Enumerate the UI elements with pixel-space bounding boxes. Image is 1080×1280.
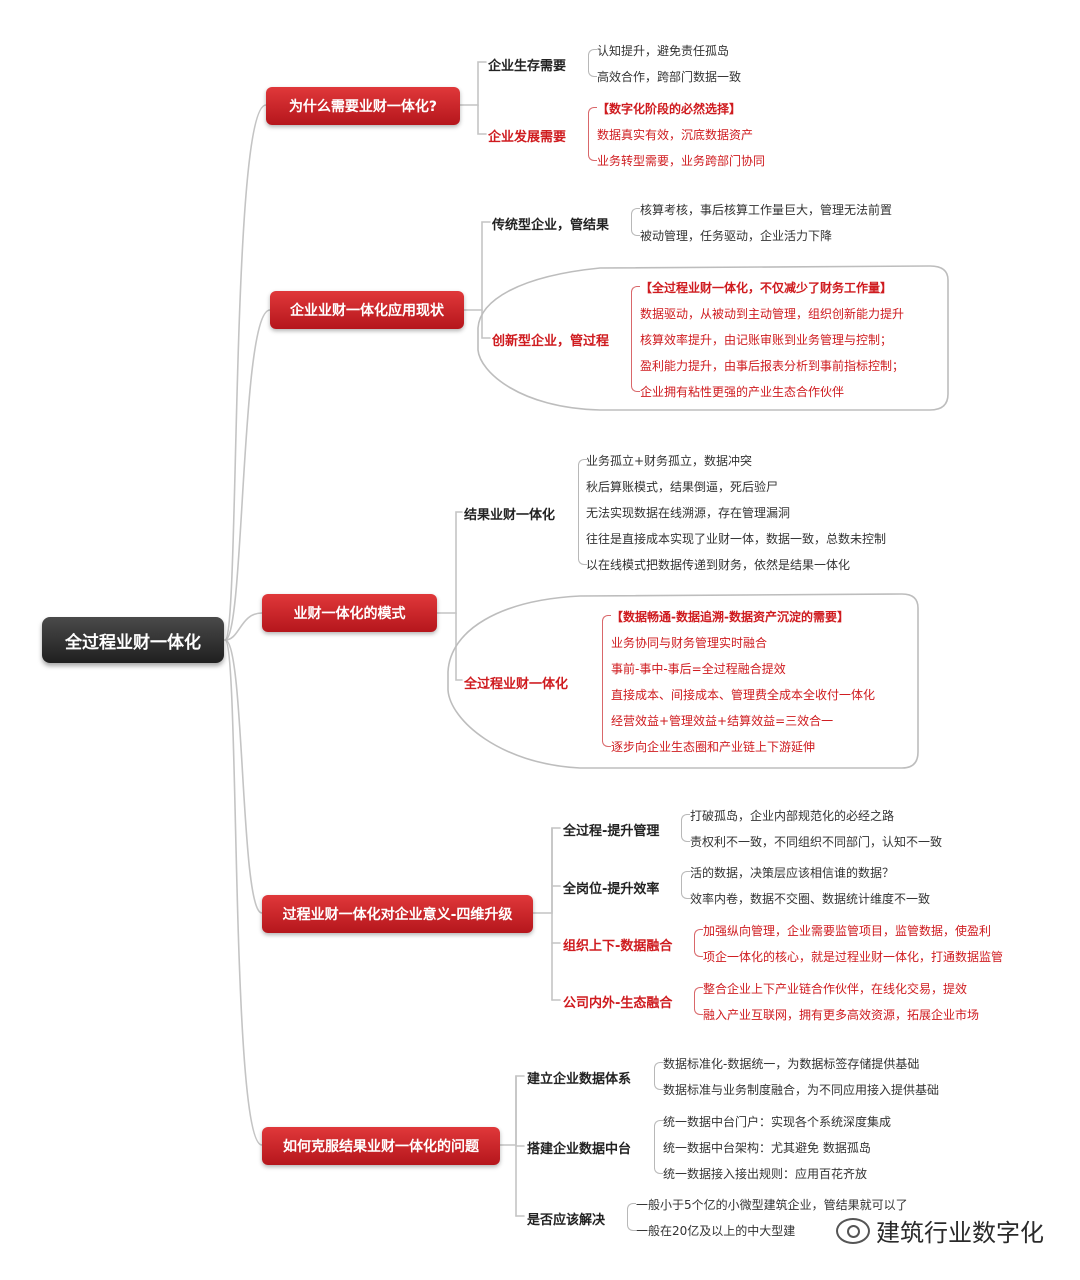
leaf-item: 【数字化阶段的必然选择】 (597, 102, 742, 116)
leaf-item: 融入产业互联网，拥有更多高效资源，拓展企业市场 (703, 1008, 980, 1022)
leaf-item: 经营效益+管理效益+结算效益=三效合一 (611, 714, 834, 728)
leaf-item: 业务协同与财务管理实时融合 (611, 636, 768, 650)
leaf-item: 加强纵向管理，企业需要监管项目，监管数据，使盈利 (703, 924, 992, 938)
root-node[interactable]: 全过程业财一体化 (42, 617, 224, 663)
sub-org-data-fusion[interactable]: 组织上下-数据融合 (563, 939, 673, 954)
topic-status[interactable]: 企业业财一体化应用现状 (270, 291, 464, 329)
leaf-item: 打破孤岛，企业内部规范化的必经之路 (690, 809, 895, 823)
bracket (578, 459, 587, 565)
leaf-item: 业务转型需要，业务跨部门协同 (597, 154, 766, 168)
sub-should-solve[interactable]: 是否应该解决 (527, 1213, 606, 1228)
sub-innovative[interactable]: 创新型企业，管过程 (492, 334, 610, 349)
watermark-text: 建筑行业数字化 (876, 1219, 1044, 1247)
leaf-item: 逐步向企业生态圈和产业链上下游延伸 (611, 740, 816, 754)
bracket (631, 286, 640, 392)
sub-traditional[interactable]: 传统型企业，管结果 (492, 218, 610, 233)
leaf-item: 责权利不一致，不同组织不同部门，认知不一致 (690, 835, 943, 849)
bracket (694, 987, 703, 1015)
sub-data-middle-platform[interactable]: 搭建企业数据中台 (527, 1142, 632, 1157)
topic-why-integration[interactable]: 为什么需要业财一体化? (266, 87, 460, 125)
leaf-item: 秋后算账模式，结果倒逼，死后验尸 (586, 480, 779, 494)
leaf-item: 活的数据，决策层应该相信谁的数据？ (690, 866, 895, 880)
bracket (654, 1120, 663, 1174)
leaf-item: 数据标准化-数据统一，为数据标签存储提供基础 (663, 1057, 920, 1071)
bracket (681, 871, 690, 899)
leaf-item: 业务孤立+财务孤立，数据冲突 (586, 454, 753, 468)
leaf-item: 事前-事中-事后=全过程融合提效 (611, 662, 786, 676)
leaf-item: 数据驱动，从被动到主动管理，组织创新能力提升 (640, 307, 905, 321)
leaf-item: 【数据畅通-数据追溯-数据资产沉淀的需要】 (611, 610, 849, 624)
bracket (694, 929, 703, 957)
leaf-item: 数据标准与业务制度融合，为不同应用接入提供基础 (663, 1083, 940, 1097)
sub-survival-need[interactable]: 企业生存需要 (488, 59, 567, 74)
leaf-item: 高效合作，跨部门数据一致 (597, 70, 742, 84)
bracket (654, 1062, 663, 1090)
bracket (681, 814, 690, 842)
topic-modes[interactable]: 业财一体化的模式 (262, 594, 437, 632)
leaf-item: 往往是直接成本实现了业财一体，数据一致，总数未控制 (586, 532, 887, 546)
leaf-item: 被动管理，任务驱动，企业活力下降 (640, 229, 833, 243)
leaf-item: 效率内卷，数据不交圈、数据统计维度不一致 (690, 892, 931, 906)
leaf-item: 认知提升，避免责任孤岛 (597, 44, 730, 58)
bracket (588, 49, 597, 77)
leaf-item: 数据真实有效，沉底数据资产 (597, 128, 754, 142)
leaf-item: 以在线模式把数据传递到财务，依然是结果一体化 (586, 558, 851, 572)
bracket (631, 208, 640, 236)
topic-significance[interactable]: 过程业财一体化对企业意义-四维升级 (262, 895, 533, 933)
leaf-item: 盈利能力提升，由事后报表分析到事前指标控制； (640, 359, 905, 373)
leaf-item: 核算效率提升，由记账审账到业务管理与控制； (640, 333, 893, 347)
sub-full-process-management[interactable]: 全过程-提升管理 (563, 824, 660, 839)
leaf-item: 整合企业上下产业链合作伙伴，在线化交易，提效 (703, 982, 968, 996)
watermark: 建筑行业数字化 (836, 1213, 1044, 1248)
bracket (602, 615, 611, 747)
sub-development-need[interactable]: 企业发展需要 (488, 130, 567, 145)
leaf-item: 统一数据接入接出规则：应用百花齐放 (663, 1167, 868, 1181)
leaf-item: 【全过程业财一体化，不仅减少了财务工作量】 (640, 281, 893, 295)
sub-eco-fusion[interactable]: 公司内外-生态融合 (563, 996, 673, 1011)
leaf-item: 直接成本、间接成本、管理费全成本全收付一体化 (611, 688, 876, 702)
leaf-item: 项企一体化的核心，就是过程业财一体化，打通数据监管 (703, 950, 1004, 964)
leaf-item: 企业拥有粘性更强的产业生态合作伙伴 (640, 385, 845, 399)
bracket (627, 1203, 636, 1231)
leaf-item: 统一数据中台架构：尤其避免 数据孤岛 (663, 1141, 871, 1155)
leaf-item: 核算考核，事后核算工作量巨大，管理无法前置 (640, 203, 893, 217)
leaf-item: 一般在20亿及以上的中大型建 (636, 1224, 796, 1238)
topic-how-to-overcome[interactable]: 如何克服结果业财一体化的问题 (262, 1127, 500, 1165)
leaf-item: 无法实现数据在线溯源，存在管理漏洞 (586, 506, 791, 520)
wechat-icon (836, 1217, 870, 1244)
sub-all-positions-efficiency[interactable]: 全岗位-提升效率 (563, 882, 660, 897)
bracket (588, 107, 597, 161)
leaf-item: 统一数据中台门户：实现各个系统深度集成 (663, 1115, 892, 1129)
sub-data-system[interactable]: 建立企业数据体系 (527, 1072, 632, 1087)
leaf-item: 一般小于5个亿的小微型建筑企业，管结果就可以了 (636, 1198, 908, 1212)
sub-full-process-integration[interactable]: 全过程业财一体化 (464, 677, 569, 692)
sub-result-integration[interactable]: 结果业财一体化 (464, 508, 556, 523)
